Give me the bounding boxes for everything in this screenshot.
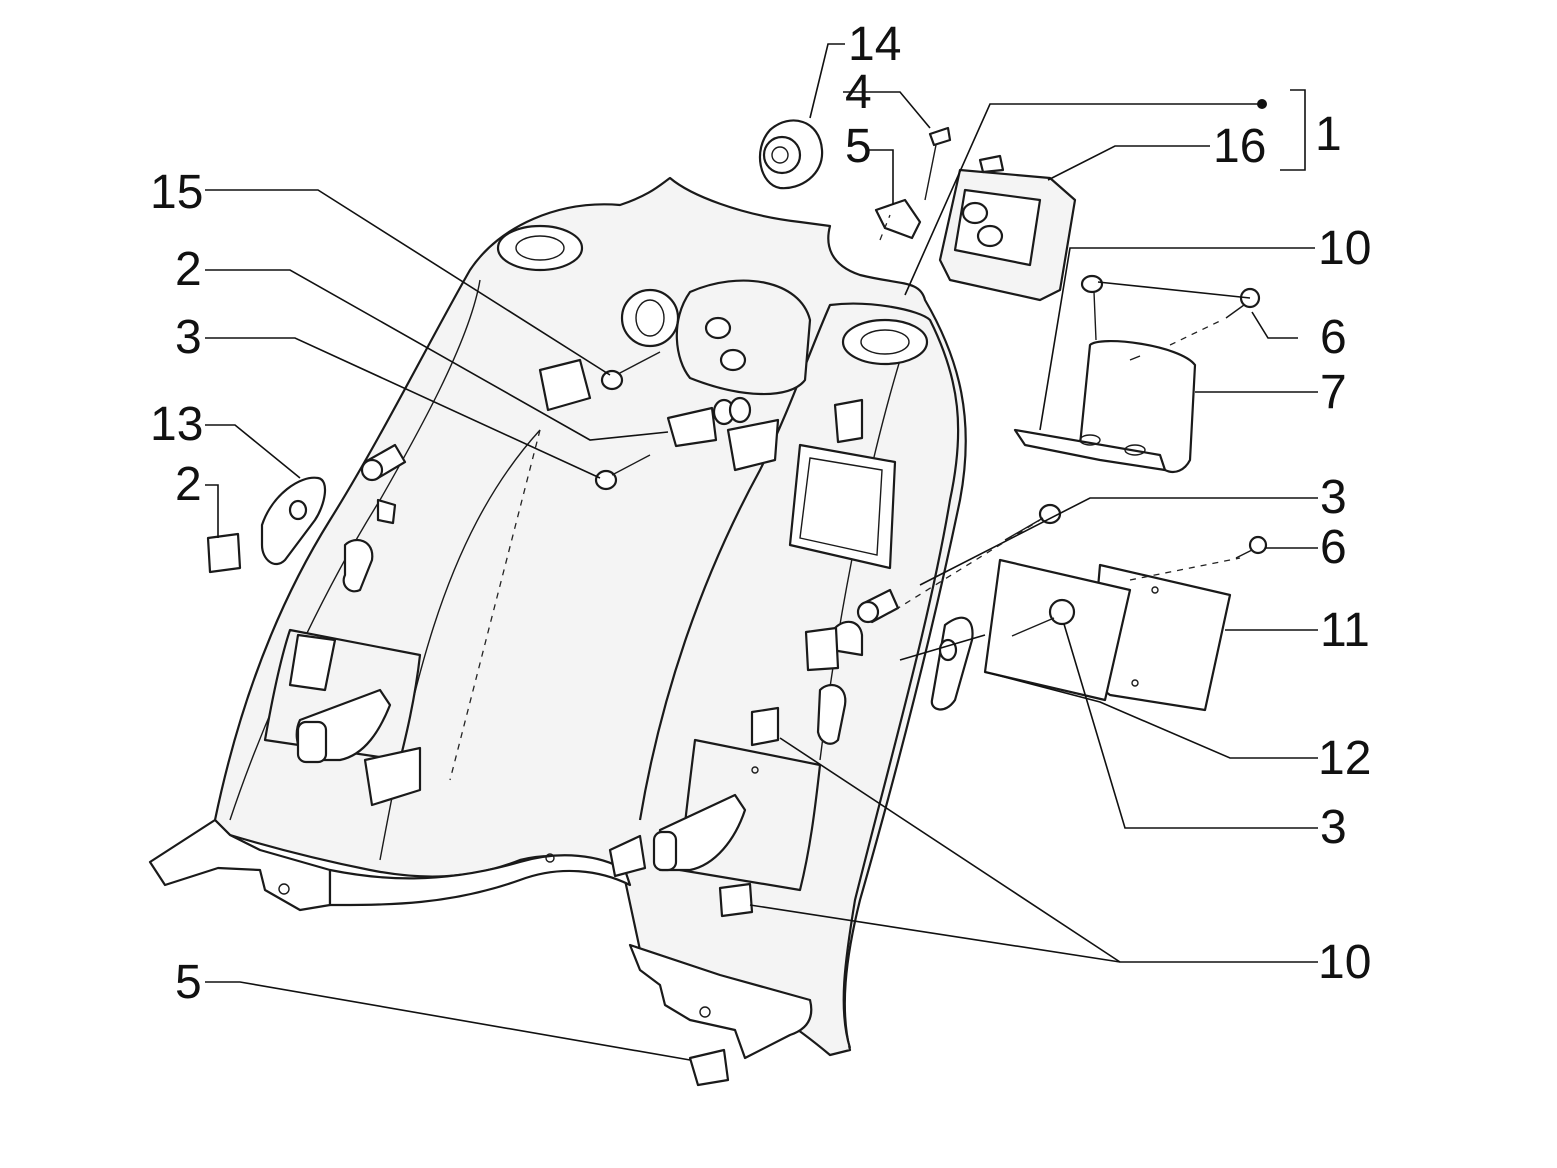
callout-10-top: 10 <box>1318 222 1371 275</box>
part-14-grommet <box>758 119 824 190</box>
leg-shield-body <box>148 176 967 1060</box>
callout-6-mid: 6 <box>1320 521 1347 574</box>
callout-3-mid: 3 <box>1320 471 1347 524</box>
callout-12: 12 <box>1318 732 1371 785</box>
part-15-screw <box>600 351 661 391</box>
callout-10-low: 10 <box>1318 936 1371 989</box>
part-13-handle <box>260 476 327 566</box>
callout-2-left: 2 <box>175 458 202 511</box>
part-12-panel <box>983 558 1132 702</box>
callout-15: 15 <box>150 166 203 219</box>
part-6-screw-top <box>1225 287 1261 319</box>
callout-3-top: 3 <box>175 311 202 364</box>
callout-11: 11 <box>1320 604 1370 657</box>
callout-labels: 14 4 5 16 1 15 10 2 6 3 7 13 2 3 6 11 12… <box>150 18 1371 1009</box>
callout-3-low: 3 <box>1320 801 1347 854</box>
part-2-clip <box>666 396 752 448</box>
callout-13: 13 <box>150 398 203 451</box>
callout-7: 7 <box>1320 366 1347 419</box>
part-3-screw-top <box>594 454 651 491</box>
callout-2-top: 2 <box>175 243 202 296</box>
kit-bullet <box>1257 99 1267 109</box>
part-16-box <box>938 154 1077 302</box>
part-3-screw-mid <box>1004 503 1062 541</box>
leader-lines <box>205 43 1318 1061</box>
callout-14: 14 <box>848 18 901 71</box>
part-10-screw <box>1080 274 1104 341</box>
callout-4: 4 <box>845 66 872 119</box>
callout-1: 1 <box>1315 108 1342 161</box>
callout-5-bottom: 5 <box>175 956 202 1009</box>
callout-5-top: 5 <box>845 120 872 173</box>
part-5-clip-bottom <box>688 1048 730 1087</box>
part-5-clip-top <box>874 198 922 240</box>
part-7-cover <box>1013 339 1197 474</box>
part-4-screw <box>924 126 952 201</box>
part-6-screw-mid <box>1235 535 1268 559</box>
callout-6-top: 6 <box>1320 311 1347 364</box>
part-2-clip-left <box>206 532 242 574</box>
callout-16: 16 <box>1213 120 1266 173</box>
